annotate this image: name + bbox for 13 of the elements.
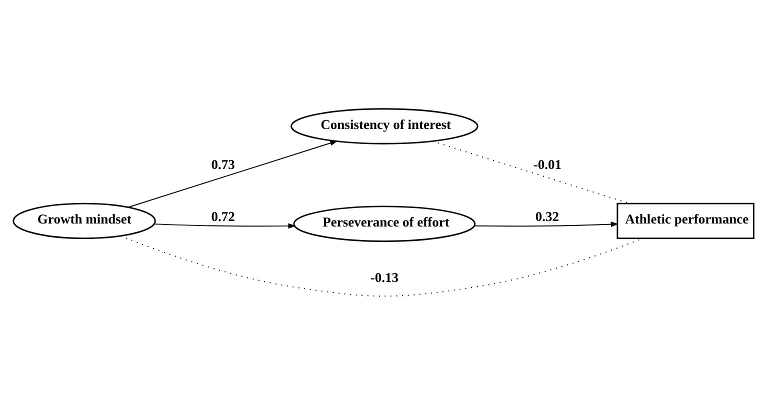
edge-label: 0.73 (211, 156, 235, 172)
arrow (154, 222, 296, 228)
node-box: Athletic performance (616, 202, 754, 239)
node-ellipse: Consistency of interest (290, 108, 478, 144)
edge-label: -0.01 (533, 156, 562, 172)
arrow (128, 140, 338, 208)
edge-label: -0.13 (370, 270, 399, 284)
node-ellipse: Perseverance of effort (293, 205, 476, 242)
connector (432, 140, 630, 204)
arrow (474, 221, 619, 226)
node-ellipse: Growth mindset (12, 202, 156, 239)
edge-label: 0.72 (211, 208, 235, 224)
edge-label: 0.32 (535, 208, 559, 224)
